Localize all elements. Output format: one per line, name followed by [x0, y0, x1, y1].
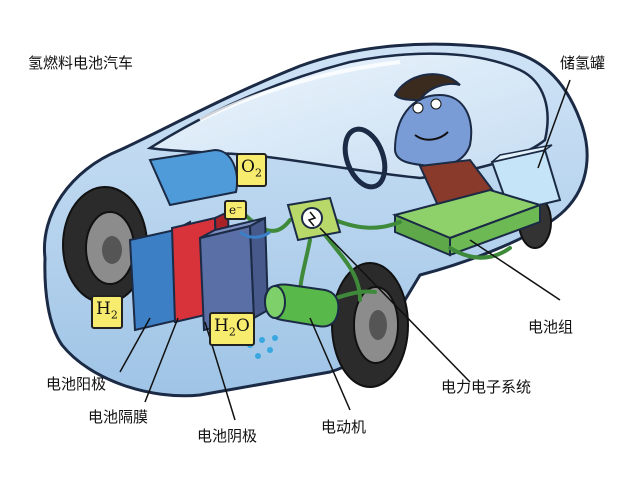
membrane-label: 电池隔膜	[88, 408, 149, 426]
motor-shape	[263, 283, 340, 328]
anode-label: 电池阳极	[46, 375, 107, 393]
h2o-label: H2O	[209, 312, 255, 347]
power-electronics-shape	[286, 196, 342, 242]
rear-wheel	[62, 186, 148, 304]
electron-label: e⁻	[224, 200, 248, 220]
steering-wheel	[342, 126, 388, 190]
hydrogen-tank-label: 储氢罐	[560, 54, 606, 72]
diagram-title: 氢燃料电池汽车	[28, 54, 134, 72]
motor-label: 电动机	[321, 418, 367, 436]
power-electronics-label: 电力电子系统	[441, 378, 532, 396]
o2-label: O2	[236, 153, 267, 188]
callout-lines	[119, 79, 571, 421]
battery-pack-label: 电池组	[528, 318, 574, 336]
cathode-label: 电池阴极	[197, 427, 258, 445]
front-wheel	[331, 262, 409, 388]
airflow-arrow	[239, 230, 271, 239]
h2-label: H2	[91, 295, 123, 330]
cathode-block	[198, 216, 270, 332]
roof-highlight	[199, 60, 401, 122]
rear-tank	[148, 148, 238, 207]
